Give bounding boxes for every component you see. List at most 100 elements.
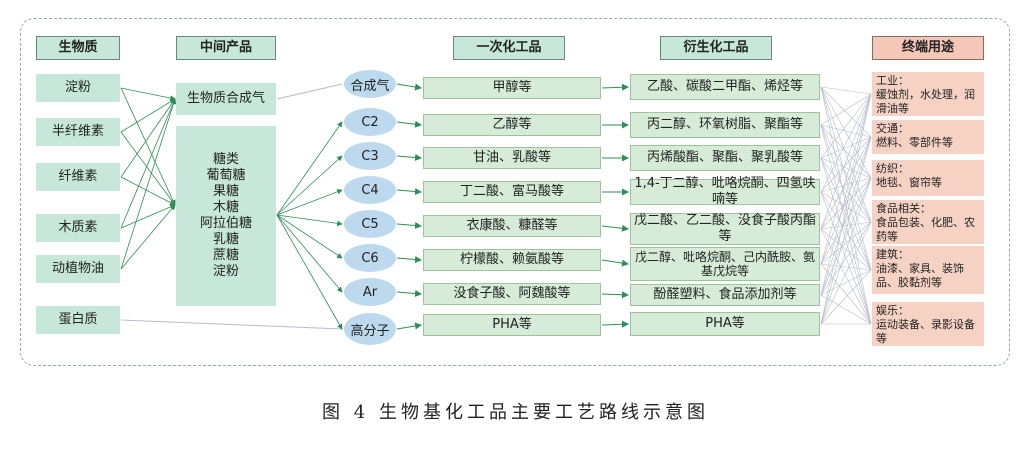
sugar-item: 淀粉 <box>212 264 239 279</box>
derived-0: 乙酸、碳酸二甲酯、烯烃等 <box>630 74 820 100</box>
platform-c4: C4 <box>344 176 396 204</box>
enduse-entertainment: 娱乐： 运动装备、录影设备等 <box>872 302 984 346</box>
sugar-item: 阿拉伯糖 <box>199 216 252 231</box>
derived-to-enduse-line <box>820 177 872 193</box>
derived-to-enduse-line <box>820 93 872 230</box>
raw-to-sugars-line <box>120 204 176 270</box>
raw-to-sugars-line <box>120 131 176 206</box>
primary-to-derived-arrow <box>601 320 629 328</box>
enduse-detail: 缓蚀剂，水处理，润滑油等 <box>876 88 975 115</box>
enduse-detail: 燃料、零部件等 <box>876 136 953 149</box>
enduse-detail: 运动装备、录影设备等 <box>876 318 975 345</box>
sugar-item: 果糖 <box>212 184 239 199</box>
derived-to-enduse-line <box>820 86 872 223</box>
syngas-to-platform-line <box>276 83 343 100</box>
derived-to-enduse-line <box>820 221 872 296</box>
raw-to-syngas-line <box>120 98 176 229</box>
raw-to-syngas-line <box>120 98 176 133</box>
raw-to-syngas-line <box>120 98 177 270</box>
platform-to-primary-arrow <box>396 188 422 195</box>
derived-to-enduse-line <box>820 157 872 271</box>
platform-c6: C6 <box>344 244 396 272</box>
derived-to-enduse-line <box>820 124 872 325</box>
raw-to-sugars-line <box>120 176 176 206</box>
derived-to-enduse-line <box>820 269 872 296</box>
primary-1: 乙醇等 <box>423 114 601 136</box>
derived-to-enduse-line <box>820 136 872 296</box>
derived-to-enduse-line <box>820 157 872 179</box>
derived-to-enduse-line <box>820 157 872 223</box>
derived-to-enduse-line <box>820 86 872 325</box>
primary-to-derived-arrow <box>601 83 629 91</box>
derived-to-enduse-line <box>820 93 872 159</box>
platform-c3: C3 <box>344 142 396 170</box>
derived-6: 酚醛塑料、食品添加剂等 <box>630 284 820 306</box>
platform-to-primary-arrow <box>396 120 422 128</box>
intermediate-sugars: 糖类 葡萄糖 果糖 木糖 阿拉伯糖 乳糖 蔗糖 淀粉 <box>176 126 276 306</box>
raw-protein: 蛋白质 <box>36 306 120 334</box>
derived-to-enduse-line <box>820 221 872 325</box>
derived-to-enduse-line <box>820 93 872 265</box>
platform-polymer: 高分子 <box>344 313 396 345</box>
raw-to-syngas-line <box>120 87 176 101</box>
derived-to-enduse-line <box>820 124 872 138</box>
raw-to-syngas-line <box>120 98 176 178</box>
sugar-item: 葡萄糖 <box>206 168 246 183</box>
derived-to-enduse-line <box>820 177 872 325</box>
derived-to-enduse-line <box>820 93 872 325</box>
platform-c2: C2 <box>344 108 396 136</box>
enduse-textile: 纺织： 地毯、窗帘等 <box>872 160 984 196</box>
derived-2: 丙烯酸酯、聚酯、聚乳酸等 <box>630 145 820 171</box>
enduse-title: 娱乐： <box>876 304 909 317</box>
sugars-to-platform-line <box>276 189 343 216</box>
protein-to-polymer-line <box>120 319 343 330</box>
derived-to-enduse-line <box>820 136 872 265</box>
derived-to-enduse-line <box>820 93 872 193</box>
platform-syngas: 合成气 <box>344 70 396 98</box>
derived-3: 1,4-丁二醇、吡咯烷酮、四氢呋喃等 <box>630 176 820 207</box>
derived-7: PHA等 <box>630 312 820 336</box>
header-derived: 衍生化工品 <box>660 36 772 60</box>
derived-to-enduse-line <box>820 177 872 265</box>
enduse-detail: 食品包装、化肥、农药等 <box>876 216 975 243</box>
sugars-to-platform-line <box>276 214 343 330</box>
raw-hemicellulose: 半纤维素 <box>36 118 120 146</box>
primary-0: 甲醇等 <box>423 77 601 99</box>
derived-to-enduse-line <box>820 177 872 230</box>
derived-to-enduse-line <box>820 124 872 271</box>
enduse-industry: 工业： 缓蚀剂，水处理，润滑油等 <box>872 72 984 116</box>
sugar-item: 木糖 <box>212 200 239 215</box>
intermediate-syngas: 生物质合成气 <box>176 83 276 115</box>
platform-ar: Ar <box>344 278 396 306</box>
derived-to-enduse-line <box>820 263 872 271</box>
enduse-title: 建筑： <box>876 248 909 261</box>
platform-to-primary-arrow <box>396 256 422 263</box>
enduse-transport: 交通： 燃料、零部件等 <box>872 120 984 154</box>
enduse-detail: 油漆、家具、装饰品、胶黏剂等 <box>876 262 964 289</box>
primary-6: 没食子酸、阿魏酸等 <box>423 283 601 305</box>
derived-to-enduse-line <box>820 191 872 223</box>
sugars-to-platform-line <box>276 121 343 216</box>
primary-3: 丁二酸、富马酸等 <box>423 181 601 203</box>
platform-to-primary-arrow <box>396 154 422 161</box>
diagram-frame <box>20 18 1010 366</box>
sugars-to-platform-line <box>276 214 343 259</box>
derived-to-enduse-line <box>820 177 872 296</box>
raw-oils: 动植物油 <box>36 255 120 283</box>
sugars-to-platform-line <box>276 155 343 216</box>
enduse-detail: 地毯、窗帘等 <box>876 176 942 189</box>
derived-to-enduse-line <box>820 86 872 95</box>
header-raw: 生物质 <box>36 36 120 60</box>
primary-4: 衣康酸、糠醛等 <box>423 215 601 237</box>
enduse-title: 交通： <box>876 122 909 135</box>
platform-to-primary-arrow <box>396 322 422 330</box>
derived-to-enduse-line <box>820 93 872 126</box>
derived-to-enduse-line <box>820 136 872 325</box>
derived-1: 丙二醇、环氧树脂、聚酯等 <box>630 112 820 138</box>
derived-4: 戊二酸、乙二酸、没食子酸丙酯等 <box>630 213 820 245</box>
primary-7: PHA等 <box>423 314 601 336</box>
primary-5: 柠檬酸、赖氨酸等 <box>423 249 601 271</box>
sugars-to-platform-line <box>276 214 343 227</box>
primary-to-derived-arrow <box>601 259 629 267</box>
